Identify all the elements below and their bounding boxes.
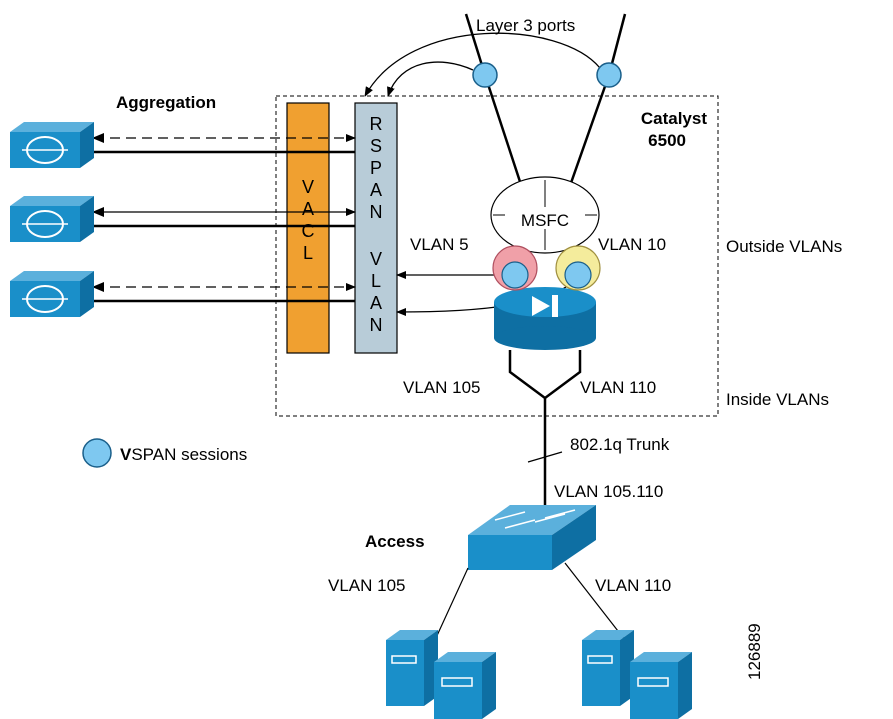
rspan-letter: N	[370, 202, 383, 222]
rspan-vlan-bar	[354, 102, 398, 354]
vspan-session-port-left	[472, 62, 498, 88]
vspan-session-port-right	[596, 62, 622, 88]
rspan-letter: N	[370, 315, 383, 335]
vlan110-upper-label: VLAN 110	[580, 378, 656, 397]
vlan10-interface	[555, 245, 601, 291]
vacl-bar	[286, 102, 330, 354]
vlan105-upper-label: VLAN 105	[403, 378, 481, 397]
layer3-links	[464, 13, 627, 201]
vacl-letter: V	[302, 177, 314, 197]
layer3-ports-label: Layer 3 ports	[476, 16, 575, 35]
legend-label-bold: V	[120, 445, 132, 464]
vlan5-interface	[492, 245, 538, 291]
vlan110-lower-label: VLAN 110	[595, 576, 671, 595]
rspan-letter: A	[370, 293, 382, 313]
trunk-label: 802.1q Trunk	[570, 435, 670, 454]
rspan-letter: A	[370, 180, 382, 200]
catalyst-boundary	[275, 95, 719, 417]
figure-id: 126889	[745, 623, 764, 680]
access-switch	[468, 505, 596, 570]
server-group-vlan110	[582, 630, 692, 719]
aggregation-label: Aggregation	[116, 93, 216, 112]
catalyst-model-label: 6500	[648, 131, 686, 150]
legend-label: VSPAN sessions	[120, 445, 247, 464]
vlan10-label: VLAN 10	[598, 235, 666, 254]
vacl-letter: L	[303, 243, 313, 263]
access-links	[434, 562, 626, 641]
access-label: Access	[365, 532, 425, 551]
rspan-letter: P	[370, 158, 382, 178]
vlan5-label: VLAN 5	[410, 235, 469, 254]
rspan-letters: R S P A N V L A N	[370, 114, 383, 335]
rspan-letter: S	[370, 136, 382, 156]
vacl-letter: A	[302, 199, 314, 219]
rspan-letter: V	[370, 249, 382, 269]
inside-vlan-links	[508, 350, 582, 508]
legend-label-rest: SPAN sessions	[131, 445, 247, 464]
aggregation-switch-1	[10, 122, 94, 168]
vlan-105-110-label: VLAN 105.110	[554, 482, 663, 501]
inside-vlans-label: Inside VLANs	[726, 390, 829, 409]
msfc-router	[490, 176, 600, 254]
rspan-letter: R	[370, 114, 383, 134]
trunk-tick	[527, 451, 563, 463]
port-mirror-arrows	[364, 32, 601, 97]
vlan105-lower-label: VLAN 105	[328, 576, 406, 595]
vacl-letter: C	[302, 221, 315, 241]
aggregation-arrowheads	[92, 133, 104, 292]
msfc-label: MSFC	[521, 211, 569, 230]
outside-vlans-label: Outside VLANs	[726, 237, 842, 256]
firewall-module	[494, 287, 596, 350]
rspan-letter: L	[371, 271, 381, 291]
aggregation-switch-2	[10, 196, 94, 242]
server-group-vlan105	[386, 630, 496, 719]
legend-vspan-icon	[82, 438, 112, 468]
aggregation-switch-3	[10, 271, 94, 317]
vacl-letters: V A C L	[302, 177, 315, 263]
aggregation-links	[94, 134, 356, 303]
catalyst-label: Catalyst	[641, 109, 707, 128]
